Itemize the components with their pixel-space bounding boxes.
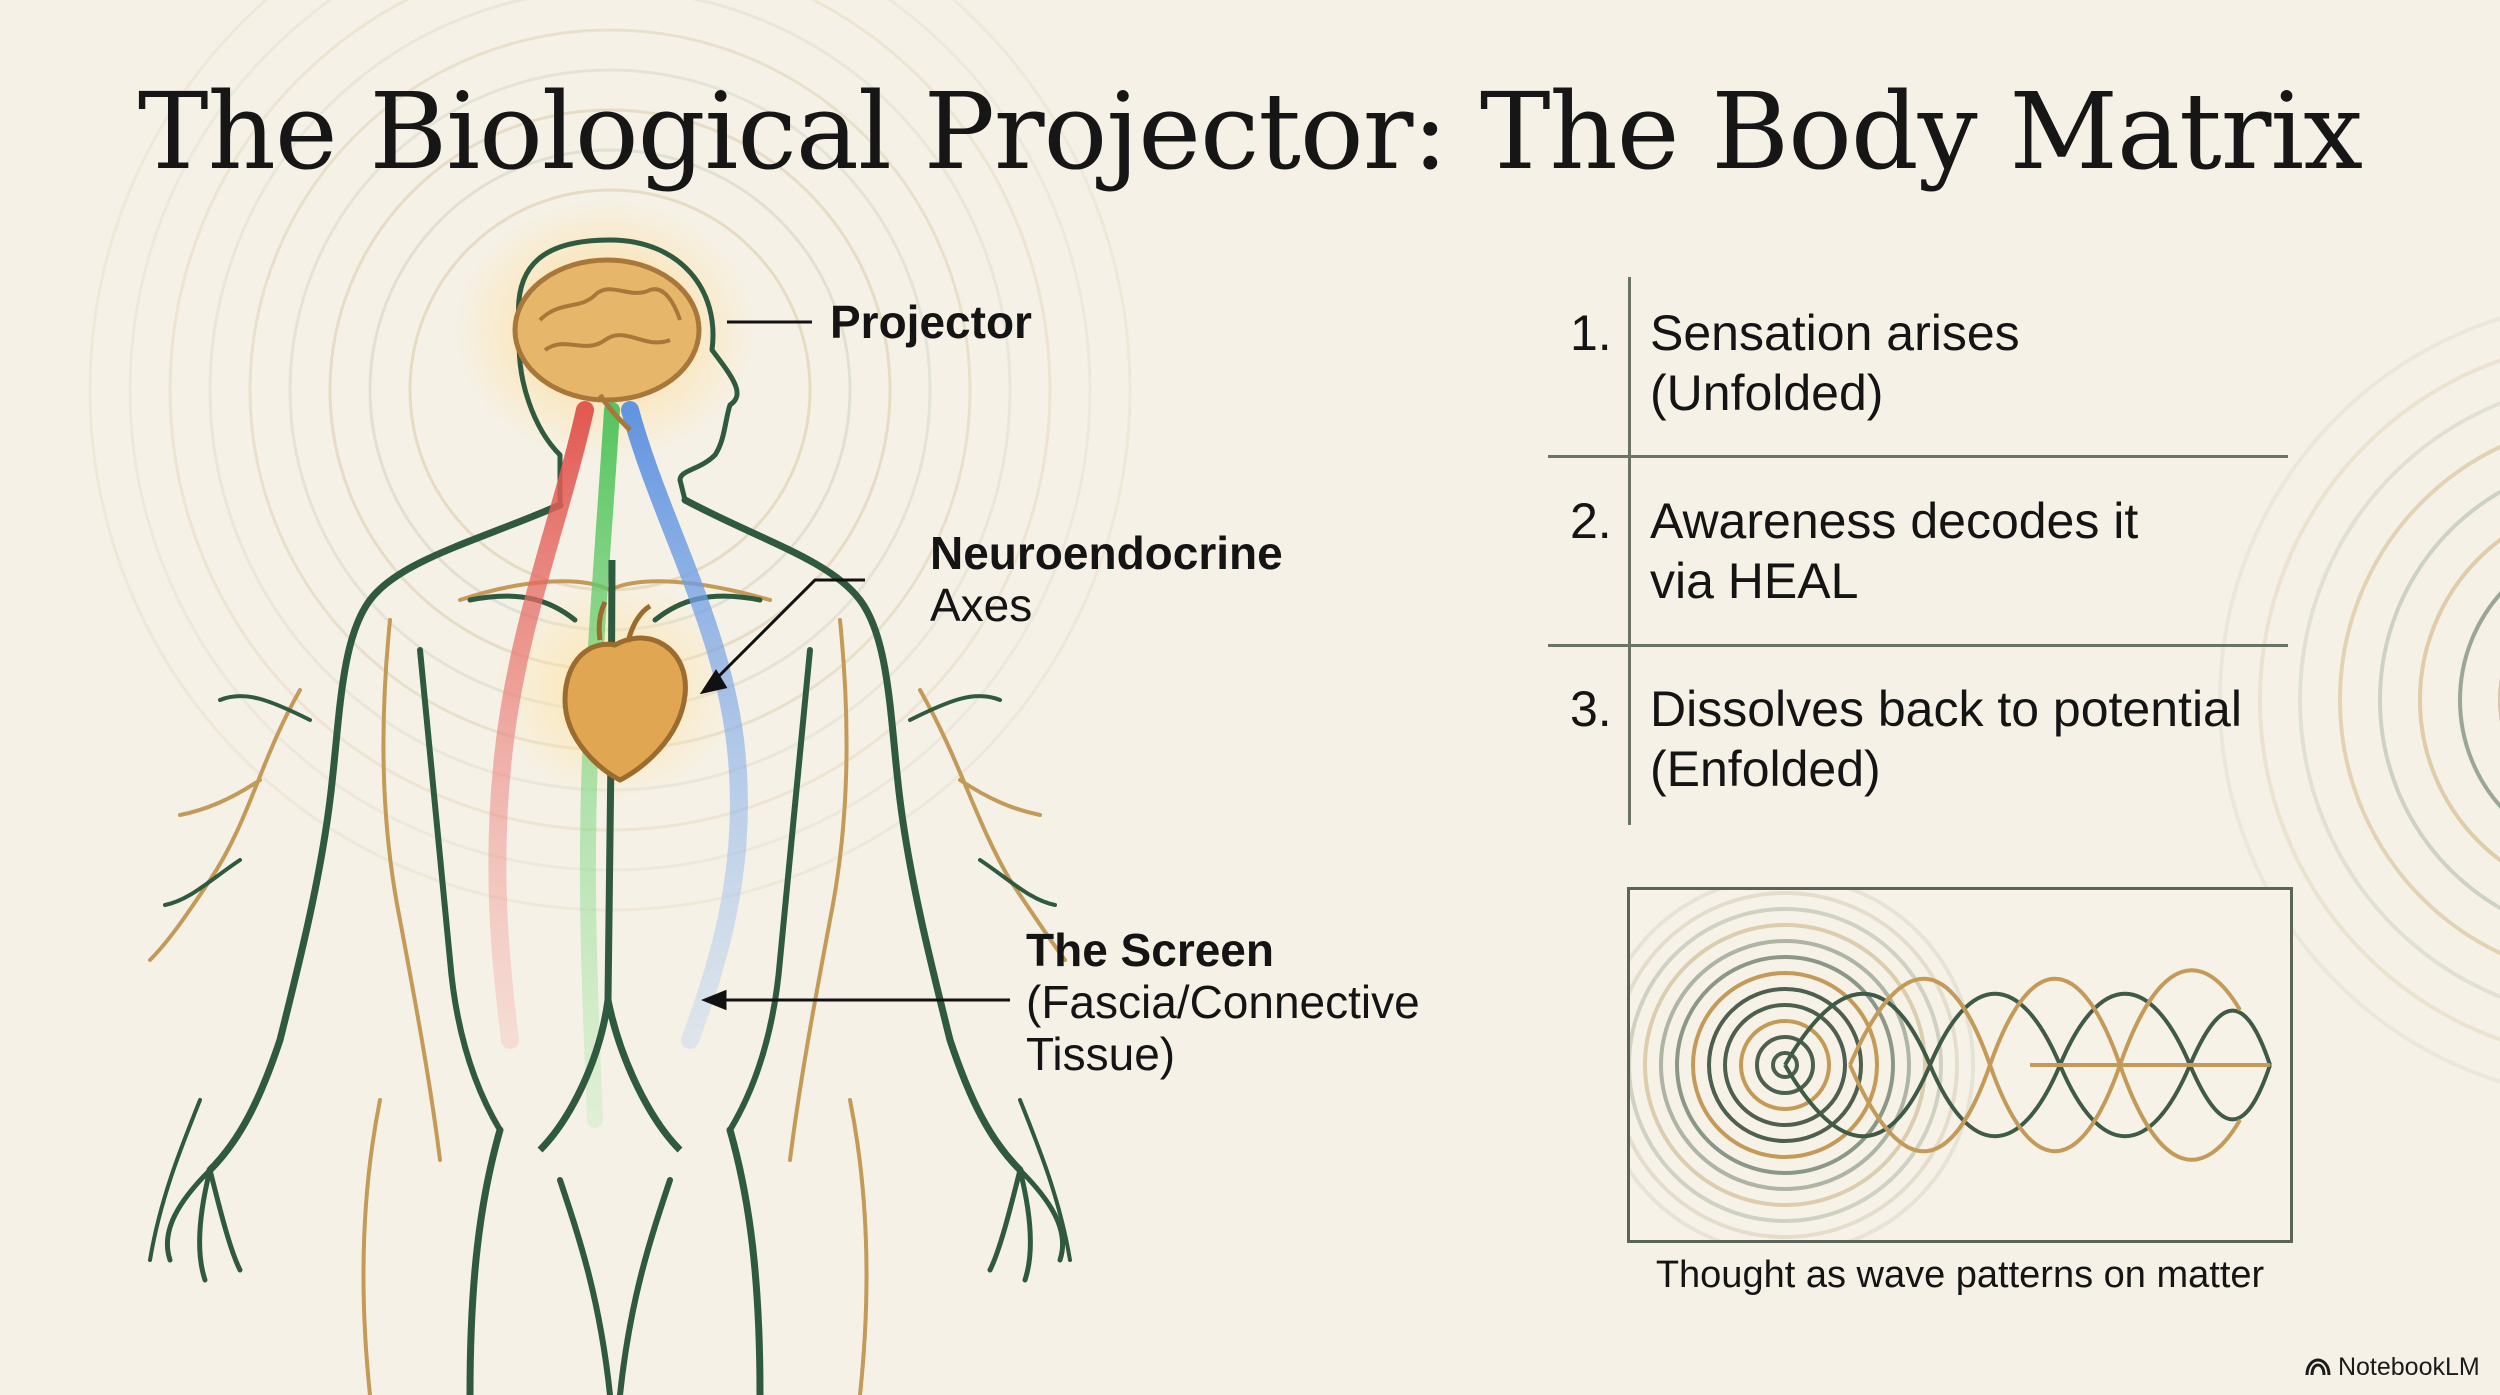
step-number: 2. — [1570, 493, 1612, 549]
callout-screen-sub-1: (Fascia/Connective — [1026, 976, 1420, 1028]
callout-projector: Projector — [830, 296, 1032, 348]
callout-screen: The Screen (Fascia/Connective Tissue) — [1026, 924, 1420, 1080]
brand-name: NotebookLM — [2337, 1352, 2480, 1381]
brain-icon — [512, 257, 702, 432]
steps-divider — [1548, 455, 2288, 458]
callout-screen-sub-2: Tissue) — [1026, 1028, 1176, 1080]
callout-neuro-sub: Axes — [930, 579, 1033, 631]
step-text: Dissolves back to potential (Enfolded) — [1650, 679, 2290, 799]
callout-lines — [699, 320, 1010, 1011]
heart-icon — [562, 600, 688, 783]
steps-list: 1. Sensation arises (Unfolded) 2. Awaren… — [1548, 277, 2288, 825]
wave-pattern-icon — [1630, 890, 2272, 1240]
step-number: 3. — [1570, 681, 1612, 737]
callout-neuroendocrine: Neuroendocrine Axes — [930, 527, 1283, 631]
step-line: Sensation arises — [1650, 305, 2020, 361]
step-line: via HEAL — [1650, 553, 1859, 609]
page-title: The Biological Projector: The Body Matri… — [137, 70, 2363, 193]
step-line: Awareness decodes it — [1650, 493, 2139, 549]
wave-pattern-figure — [1627, 887, 2293, 1243]
step-text: Awareness decodes it via HEAL — [1650, 491, 2290, 611]
step-number: 1. — [1570, 305, 1612, 361]
edge-rings — [2218, 316, 2500, 1084]
brand-watermark: NotebookLM — [2305, 1352, 2480, 1382]
step-line: (Enfolded) — [1650, 741, 1881, 797]
step-line: Dissolves back to potential — [1650, 681, 2242, 737]
notebooklm-logo-icon — [2305, 1358, 2331, 1376]
callout-projector-label: Projector — [830, 296, 1032, 348]
steps-divider-vertical — [1628, 277, 1631, 825]
callout-neuro-title: Neuroendocrine — [930, 527, 1283, 579]
callout-screen-title: The Screen — [1026, 924, 1274, 976]
step-text: Sensation arises (Unfolded) — [1650, 303, 2290, 423]
outer-nerves — [148, 688, 1072, 1262]
steps-divider — [1548, 644, 2288, 647]
wave-caption: Thought as wave patterns on matter — [1655, 1254, 2265, 1296]
step-line: (Unfolded) — [1650, 365, 1884, 421]
